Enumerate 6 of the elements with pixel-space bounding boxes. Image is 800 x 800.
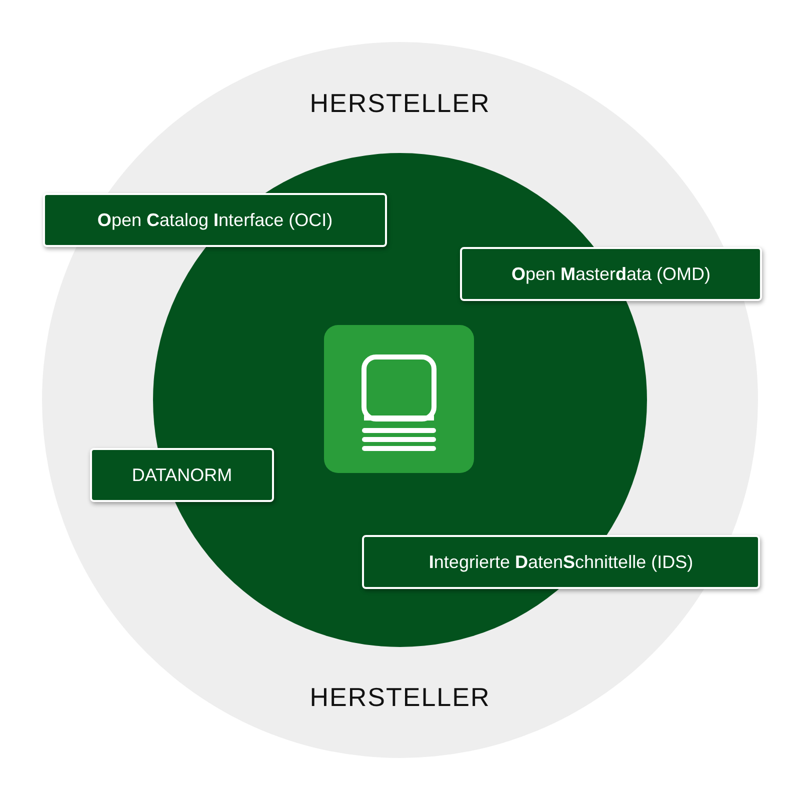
format-box: Open Masterdata (OMD) bbox=[460, 247, 762, 301]
format-box: Integrierte DatenSchnittelle (IDS) bbox=[362, 535, 760, 589]
group-heading: HERSTELLER bbox=[308, 88, 492, 119]
format-box: Open Catalog Interface (OCI) bbox=[43, 193, 387, 247]
group-heading: HERSTELLER bbox=[308, 682, 492, 713]
format-box: DATANORM bbox=[90, 448, 274, 502]
